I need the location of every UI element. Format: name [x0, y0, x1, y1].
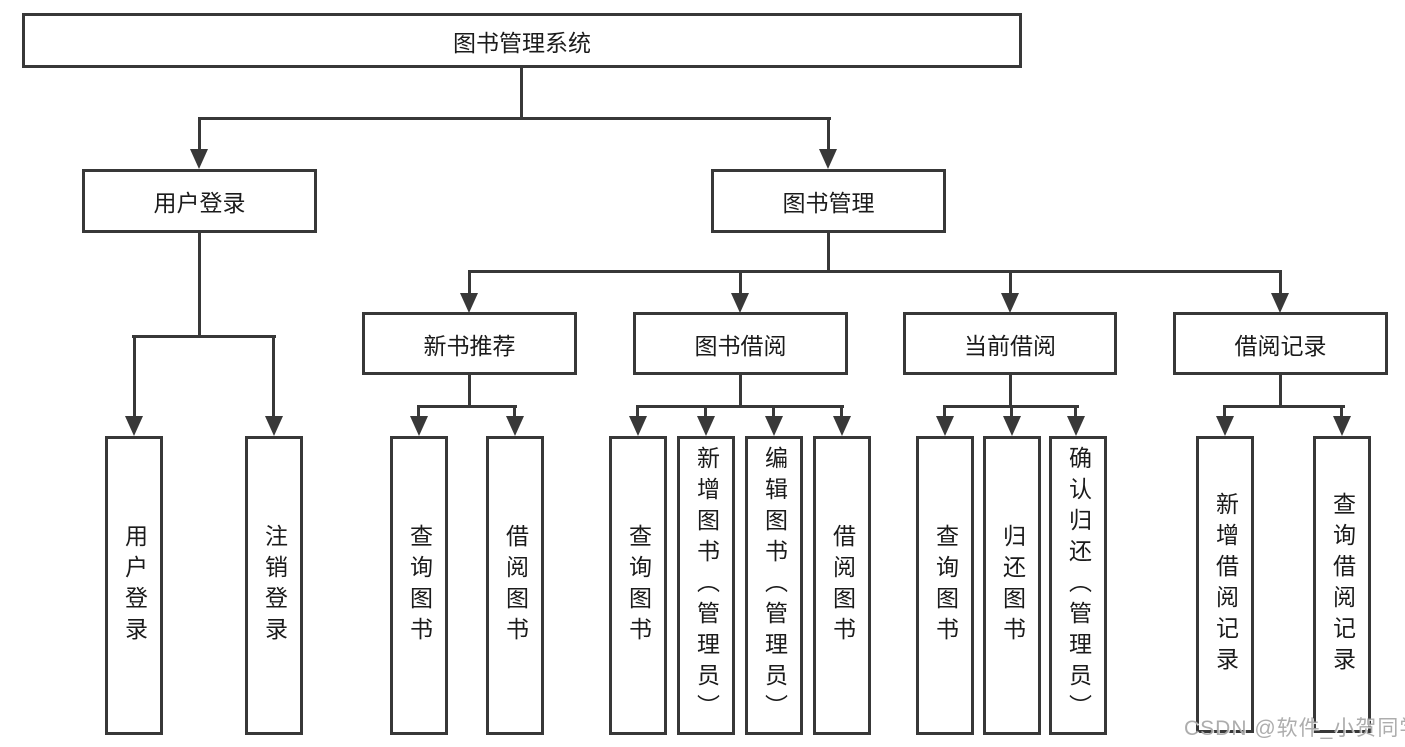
leaf-add-book-admin: 新增图书（管理员） — [677, 436, 735, 735]
connector-borrow-drop-2 — [704, 405, 707, 418]
connector-newbook-drop-1 — [417, 405, 420, 418]
connector-login-drop-1 — [133, 335, 136, 418]
leaf-confirm-return-admin: 确认归还（管理员） — [1049, 436, 1107, 735]
connector-root-drop — [520, 68, 523, 119]
leaf-add-borrow-record: 新增借阅记录 — [1196, 436, 1254, 733]
connector-borrow-drop-3 — [772, 405, 775, 418]
connector-mgmt-drop — [827, 233, 830, 272]
leaf-user-login: 用户登录 — [105, 436, 163, 735]
arrow-down-icon — [819, 149, 837, 169]
connector-level3-drop-3 — [1009, 270, 1012, 295]
connector-record-drop-2 — [1340, 405, 1343, 418]
arrow-down-icon — [1216, 416, 1234, 436]
arrow-down-icon — [1003, 416, 1021, 436]
connector-level3-drop-1 — [468, 270, 471, 295]
arrow-down-icon — [506, 416, 524, 436]
connector-current-drop-1 — [943, 405, 946, 418]
arrow-down-icon — [125, 416, 143, 436]
node-borrow-record: 借阅记录 — [1173, 312, 1388, 375]
connector-borrow-drop — [739, 375, 742, 407]
arrow-down-icon — [460, 293, 478, 313]
connector-current-drop-3 — [1074, 405, 1077, 418]
node-book-management: 图书管理 — [711, 169, 946, 233]
connector-current-drop — [1009, 373, 1012, 407]
connector-newbook-drop-2 — [513, 405, 516, 418]
arrow-down-icon — [1001, 293, 1019, 313]
connector-borrow-drop-4 — [840, 405, 843, 418]
connector-login-drop — [198, 233, 201, 337]
arrow-down-icon — [936, 416, 954, 436]
connector-borrow-bus — [636, 405, 844, 408]
connector-level2-left-drop — [198, 117, 201, 151]
leaf-borrow-books-newbook: 借阅图书 — [486, 436, 544, 735]
connector-newbook-bus — [417, 405, 517, 408]
arrow-down-icon — [410, 416, 428, 436]
connector-newbook-drop — [468, 375, 471, 407]
leaf-logout: 注销登录 — [245, 436, 303, 735]
connector-level3-bus — [468, 270, 1282, 273]
arrow-down-icon — [697, 416, 715, 436]
arrow-down-icon — [1271, 293, 1289, 313]
arrow-down-icon — [190, 149, 208, 169]
leaf-query-borrow-record: 查询借阅记录 — [1313, 436, 1371, 733]
connector-level2-bus — [198, 117, 831, 120]
connector-record-drop — [1279, 373, 1282, 407]
arrow-down-icon — [1333, 416, 1351, 436]
connector-level3-drop-2 — [739, 270, 742, 295]
leaf-query-books-newbook: 查询图书 — [390, 436, 448, 735]
arrow-down-icon — [833, 416, 851, 436]
arrow-down-icon — [629, 416, 647, 436]
node-library-system: 图书管理系统 — [22, 13, 1022, 68]
connector-record-bus — [1223, 405, 1345, 408]
connector-borrow-drop-1 — [636, 405, 639, 418]
leaf-return-book: 归还图书 — [983, 436, 1041, 735]
arrow-down-icon — [265, 416, 283, 436]
node-new-book-recommend: 新书推荐 — [362, 312, 577, 375]
leaf-query-books-current: 查询图书 — [916, 436, 974, 735]
connector-level2-right-drop — [827, 117, 830, 151]
arrow-down-icon — [765, 416, 783, 436]
leaf-borrow-books-borrow: 借阅图书 — [813, 436, 871, 735]
node-current-borrow: 当前借阅 — [903, 312, 1117, 375]
connector-current-drop-2 — [1010, 405, 1013, 418]
node-user-login: 用户登录 — [82, 169, 317, 233]
leaf-query-books-borrow: 查询图书 — [609, 436, 667, 735]
csdn-watermark: CSDN @软件_小贺同学 — [1184, 717, 1405, 740]
arrow-down-icon — [731, 293, 749, 313]
arrow-down-icon — [1067, 416, 1085, 436]
connector-level3-drop-4 — [1279, 270, 1282, 295]
connector-login-drop-2 — [272, 335, 275, 418]
leaf-edit-book-admin: 编辑图书（管理员） — [745, 436, 803, 735]
connector-record-drop-1 — [1223, 405, 1226, 418]
connector-login-bus — [132, 335, 276, 338]
node-book-borrow: 图书借阅 — [633, 312, 848, 375]
